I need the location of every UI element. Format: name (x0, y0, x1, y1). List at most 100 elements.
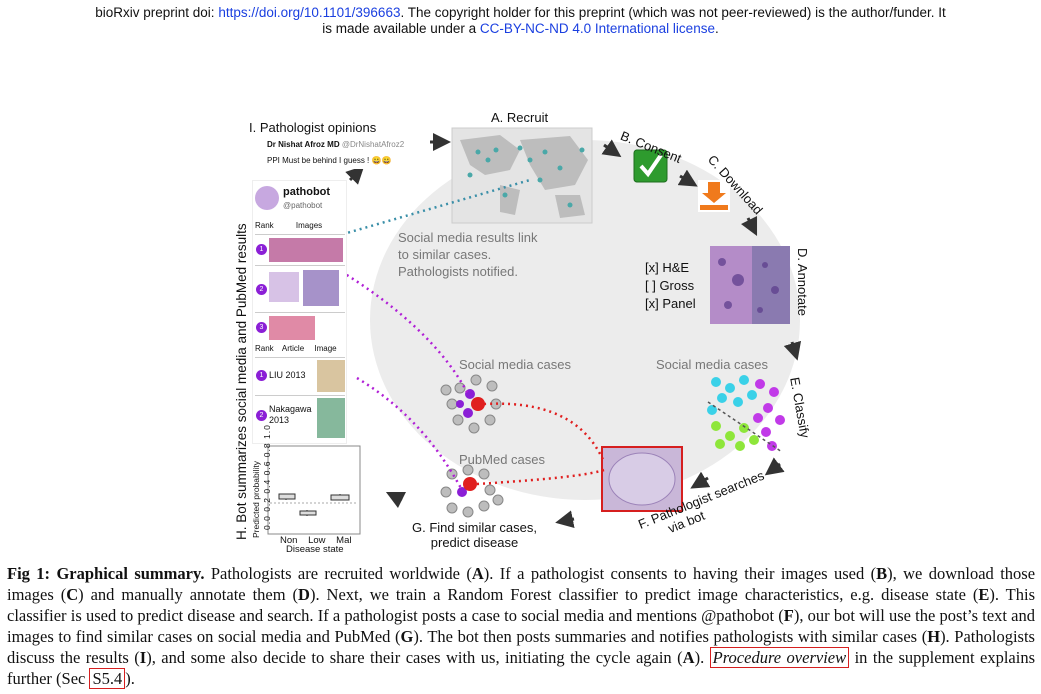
col-rank: Rank (255, 221, 274, 230)
pubmed-row: 1 LIU 2013 (255, 357, 345, 394)
rank-badge: 2 (256, 410, 267, 421)
boxplot-xticks: Non Low Mal (280, 535, 351, 546)
doi-link[interactable]: https://doi.org/10.1101/396663 (218, 5, 401, 20)
bot-avatar (255, 186, 279, 210)
cycle-arrows (345, 133, 802, 529)
header-text: . The copyright holder for this preprint… (400, 5, 946, 20)
step-i-label: I. Pathologist opinions (249, 120, 377, 135)
caption-ref: H (927, 627, 941, 646)
caption-ref: I (139, 648, 147, 667)
caption-text: ). Pathologists discuss the results ( (7, 627, 1035, 667)
tweet-handle: @DrNishatAfroz2 (341, 140, 405, 149)
classify-cluster (707, 375, 785, 453)
caption-text: Pathologists are recruited worldwide ( (204, 564, 472, 583)
pubmed-cluster-label: PubMed cases (459, 452, 545, 467)
caption-ref: A (471, 564, 484, 583)
caption-fig-label: Fig 1: (7, 564, 51, 583)
caption-ref: F (783, 606, 794, 625)
header-text: . (714, 21, 719, 36)
annotate-image-1 (710, 246, 752, 324)
procedure-overview-link[interactable]: Procedure overview (709, 647, 850, 668)
boxplot-chart (267, 445, 361, 535)
col-article: Article (281, 344, 305, 353)
step-g-line1: G. Find similar cases, (412, 520, 537, 535)
classify-cluster-label: Social media cases (656, 357, 768, 372)
rank-badge: 1 (256, 244, 267, 255)
caption-text: ). (125, 669, 135, 688)
social-note-line: to similar cases. (398, 247, 492, 262)
caption-ref: A (682, 648, 695, 667)
rank-badge: 3 (256, 322, 267, 333)
tweet-text: PPI Must be behind I guess ! 😀😀 (267, 156, 392, 165)
caption-title: Graphical summary. (56, 564, 205, 583)
pubmed-thumb (317, 398, 345, 438)
preprint-header: bioRxiv preprint doi: https://doi.org/10… (0, 5, 1041, 37)
header-text: is made available under a (322, 21, 480, 36)
article-name: LIU 2013 (269, 370, 306, 380)
ytick: 0.2 (262, 496, 272, 512)
social-note-line: Pathologists notified. (398, 264, 518, 279)
annotate-options: [x] H&E [ ] Gross [x] Panel (645, 259, 696, 313)
step-g-label: G. Find similar cases, predict disease (412, 520, 537, 550)
col-rank: Rank (255, 344, 274, 353)
tweet-author-name: Dr Nishat Afroz MD (267, 140, 340, 149)
caption-text: ), our bot will use the post’s text and … (7, 606, 1035, 646)
boxplot-ylabel: Predicted probability (251, 460, 261, 538)
bot-name: pathobot (283, 186, 331, 198)
step-d-label: D. Annotate (795, 248, 810, 316)
ytick: 0.6 (262, 460, 272, 476)
social-note: Social media results link to similar cas… (398, 229, 537, 280)
figure-caption: Fig 1: Graphical summary. Pathologists a… (7, 563, 1035, 689)
bot-panel: pathobot @pathobot Rank Images 1 2 3 Ran… (252, 180, 347, 444)
step-g-line2: predict disease (430, 535, 519, 550)
xtick: Mal (336, 535, 352, 546)
xtick: Low (308, 535, 326, 546)
social-note-line: Social media results link (398, 230, 538, 245)
annotate-option: [x] Panel (645, 296, 696, 311)
caption-ref: G (400, 627, 414, 646)
social-thumb (303, 270, 339, 306)
rank-badge: 2 (256, 284, 267, 295)
social-cluster-label: Social media cases (459, 357, 571, 372)
caption-ref: E (978, 585, 990, 604)
social-cluster (440, 374, 502, 434)
caption-text: ). Next, we train a Random Forest classi… (309, 585, 979, 604)
tweet-card: Dr Nishat Afroz MD @DrNishatAfroz2 PPI M… (262, 137, 430, 169)
step-a-label: A. Recruit (491, 110, 549, 125)
pubmed-cluster (440, 464, 504, 518)
caption-text: ). If a pathologist consents to having t… (483, 564, 877, 583)
caption-text: ). The bot then posts summaries and noti… (413, 627, 928, 646)
map-land (460, 135, 588, 218)
caption-ref: C (66, 585, 79, 604)
caption-ref: D (298, 585, 310, 604)
xtick: Non (280, 535, 298, 546)
caption-text: ). This classifier is used to predict di… (7, 585, 1036, 625)
col-image: Image (314, 344, 337, 353)
step-h-label: H. Bot summarizes social media and PubMe… (234, 223, 249, 540)
social-thumb (269, 316, 315, 340)
rank-badge: 1 (256, 370, 267, 381)
col-images: Images (295, 221, 323, 230)
pubmed-table-header: Rank Article Image (255, 344, 337, 353)
social-row: 3 (255, 312, 345, 343)
ytick: 0.8 (262, 442, 272, 458)
ytick: 0.0 (262, 515, 272, 530)
section-link[interactable]: S5.4 (89, 668, 126, 689)
social-table-header: Rank Images (255, 221, 322, 230)
bot-handle: @pathobot (283, 201, 323, 210)
caption-text: ), we download those images ( (7, 564, 1036, 604)
caption-text: ). (694, 648, 710, 667)
license-link[interactable]: CC-BY-NC-ND 4.0 International license (479, 21, 715, 36)
social-thumb (269, 238, 343, 262)
pubmed-thumb (317, 360, 345, 392)
tweet-author: Dr Nishat Afroz MD @DrNishatAfroz2 (267, 140, 404, 149)
annotate-image-2 (752, 246, 790, 324)
caption-ref: B (876, 564, 888, 583)
social-row: 2 (255, 265, 345, 312)
ytick: 0.4 (262, 478, 272, 494)
caption-text: ), and some also decide to share their c… (146, 648, 683, 667)
article-name: Nakagawa 2013 (269, 404, 312, 425)
boxplot-xlabel: Disease state (286, 544, 344, 555)
